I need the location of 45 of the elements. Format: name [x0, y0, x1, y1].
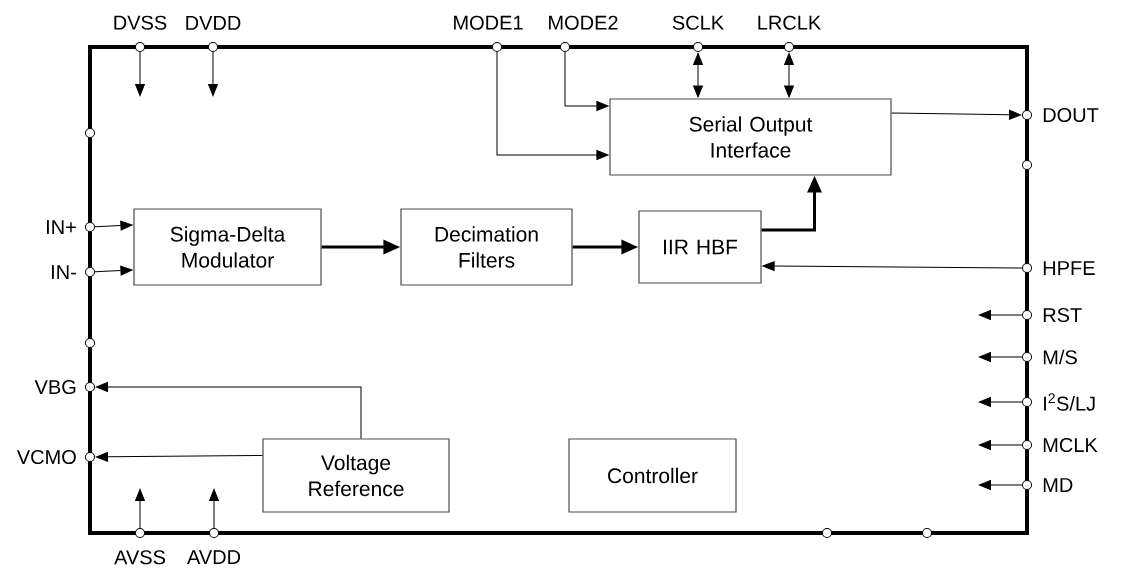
pin-label: MD [1043, 478, 1073, 492]
block-box: Decimation Filters [400, 208, 573, 286]
arrow [891, 109, 1022, 120]
block-box: Serial Output Interface [609, 98, 892, 176]
pin-label: AVDD [187, 550, 241, 564]
pin-label: LRCLK [758, 15, 821, 30]
pin-label: SCLK [672, 15, 724, 30]
pin-label: IN+ [46, 220, 76, 234]
arrow [978, 480, 1023, 490]
arrow [693, 52, 703, 98]
pin-label: RST [1043, 307, 1082, 323]
pin-label: M/S [1043, 349, 1077, 365]
arrow [95, 382, 362, 439]
pin-label: I$^{2}$S/LJ [1044, 393, 1095, 411]
block-box: IIR HBF [638, 210, 762, 284]
arrow [209, 488, 219, 529]
pin-label: AVSS [114, 550, 166, 565]
arrow [784, 52, 794, 98]
arrow [978, 310, 1023, 320]
pin-label: VCMO [16, 449, 76, 465]
pin-label: DOUT [1043, 107, 1099, 123]
arrow [94, 220, 133, 231]
pin-label: MODE2 [549, 15, 618, 30]
pin-label: DVDD [186, 16, 241, 30]
block-box: Controller [568, 438, 737, 513]
arrow [94, 265, 133, 276]
arrow [208, 51, 218, 97]
pin-label: MCLK [1043, 437, 1098, 453]
arrow [564, 51, 609, 111]
chip-outline [88, 45, 1029, 535]
pin-label: VBG [34, 379, 76, 395]
block-box: Sigma-Delta Modulator [133, 208, 322, 286]
arrow [496, 51, 609, 160]
arrow [135, 488, 145, 529]
arrow [978, 397, 1023, 407]
pin-label: DVSS [114, 15, 167, 30]
pin-label: HPFE [1043, 261, 1095, 275]
arrow [978, 352, 1023, 362]
block-box: Voltage Reference [262, 438, 450, 513]
pin-label: MODE1 [454, 15, 523, 30]
pin-label: IN- [52, 265, 76, 279]
arrow [95, 451, 263, 462]
arrow [135, 51, 145, 97]
arrow [762, 261, 1023, 271]
arrow [978, 440, 1023, 450]
